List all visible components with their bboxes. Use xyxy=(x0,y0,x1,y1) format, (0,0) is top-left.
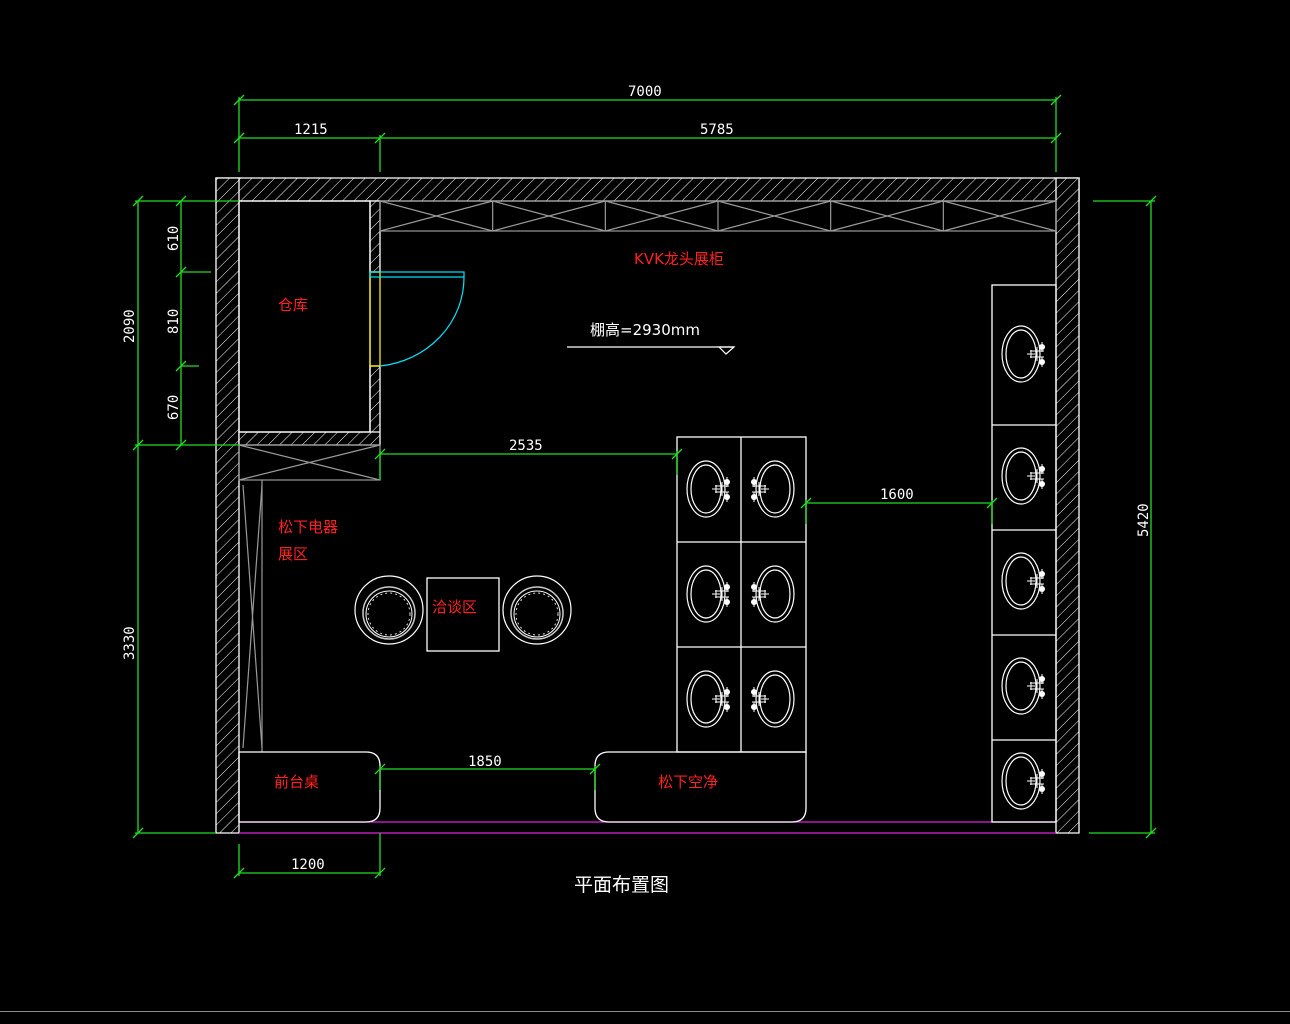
storage-room xyxy=(238,200,371,433)
panasonic-appliance-label-2: 展区 xyxy=(278,545,308,563)
basin-icon xyxy=(1001,552,1046,610)
basin-icon xyxy=(750,670,795,728)
dim-2090: 2090 xyxy=(122,309,138,343)
basin-icon xyxy=(686,460,731,518)
negotiation-label: 洽谈区 xyxy=(432,598,477,616)
storage-wall xyxy=(238,200,381,446)
ceiling-height-label: 棚高=2930mm xyxy=(590,321,700,339)
level-triangle-icon xyxy=(717,346,736,355)
dim-7000: 7000 xyxy=(628,84,662,100)
door-leaf xyxy=(369,271,465,278)
dim-670: 670 xyxy=(166,395,182,420)
cabinet-module xyxy=(943,200,1057,232)
reception-desk xyxy=(238,751,381,823)
reception-desk-label: 前台桌 xyxy=(274,773,319,791)
wall-top xyxy=(215,177,1080,202)
negotiation-area xyxy=(354,575,572,652)
cabinet-module xyxy=(379,200,494,232)
storage-door[interactable] xyxy=(369,271,465,367)
panasonic-air-label: 松下空净 xyxy=(658,773,718,791)
cabinet-module xyxy=(605,200,719,232)
drawing-title: 平面布置图 xyxy=(574,874,669,896)
dim-3330: 3330 xyxy=(122,626,138,660)
kvk-faucet-cabinet xyxy=(379,200,1057,232)
dim-5420: 5420 xyxy=(1136,503,1152,537)
basin-icon xyxy=(1001,752,1046,810)
dimension-left-upper: 2090 610 810 670 3330 xyxy=(122,195,239,839)
door-frame xyxy=(369,271,381,367)
dim-1600: 1600 xyxy=(880,487,914,503)
chair-right xyxy=(502,575,572,645)
dim-2535: 2535 xyxy=(509,438,543,454)
basin-icon xyxy=(750,565,795,623)
dimension-top-split: 1215 5785 xyxy=(233,122,1062,172)
dim-1200: 1200 xyxy=(291,857,325,873)
right-basin-counter xyxy=(991,284,1057,823)
dim-610: 610 xyxy=(166,226,182,251)
dimension-aisle-bottom: 1850 xyxy=(374,754,601,790)
kvk-cabinet-label: KVK龙头展柜 xyxy=(634,250,724,268)
dimension-right: 5420 xyxy=(1089,195,1157,839)
basin-icon xyxy=(1001,447,1046,505)
walls xyxy=(215,177,1080,834)
ceiling-height-marker: 棚高=2930mm xyxy=(567,321,736,355)
basin-icon xyxy=(1001,325,1046,383)
viewport-bottom-border xyxy=(0,1011,1290,1012)
dim-810: 810 xyxy=(166,309,182,334)
cabinet-module xyxy=(830,200,944,232)
dimension-bottom-left: 1200 xyxy=(233,833,386,879)
dim-5785: 5785 xyxy=(700,122,734,138)
dim-1215: 1215 xyxy=(294,122,328,138)
basin-icon xyxy=(750,460,795,518)
center-basin-island xyxy=(676,436,807,753)
basin-icon xyxy=(686,670,731,728)
basin-icon xyxy=(1001,657,1046,715)
negotiation-table xyxy=(426,577,500,652)
basin-icon xyxy=(686,565,731,623)
wall-left xyxy=(215,177,240,834)
storage-label: 仓库 xyxy=(278,296,308,314)
panasonic-display-rack xyxy=(242,480,263,752)
wall-right xyxy=(1055,177,1080,834)
cabinet-module xyxy=(492,200,606,232)
panasonic-air-purifier-counter xyxy=(594,751,807,823)
panasonic-appliance-label: 松下电器 xyxy=(278,518,338,536)
dim-1850: 1850 xyxy=(468,754,502,770)
dimension-aisle-mid: 2535 xyxy=(374,438,683,480)
door-swing-arc xyxy=(379,276,465,367)
storage-side-cabinet xyxy=(238,444,381,481)
cabinet-module xyxy=(717,200,832,232)
dimension-top-total: 7000 xyxy=(233,84,1062,172)
dimension-aisle-right: 1600 xyxy=(800,487,998,524)
chair-left xyxy=(354,575,424,645)
